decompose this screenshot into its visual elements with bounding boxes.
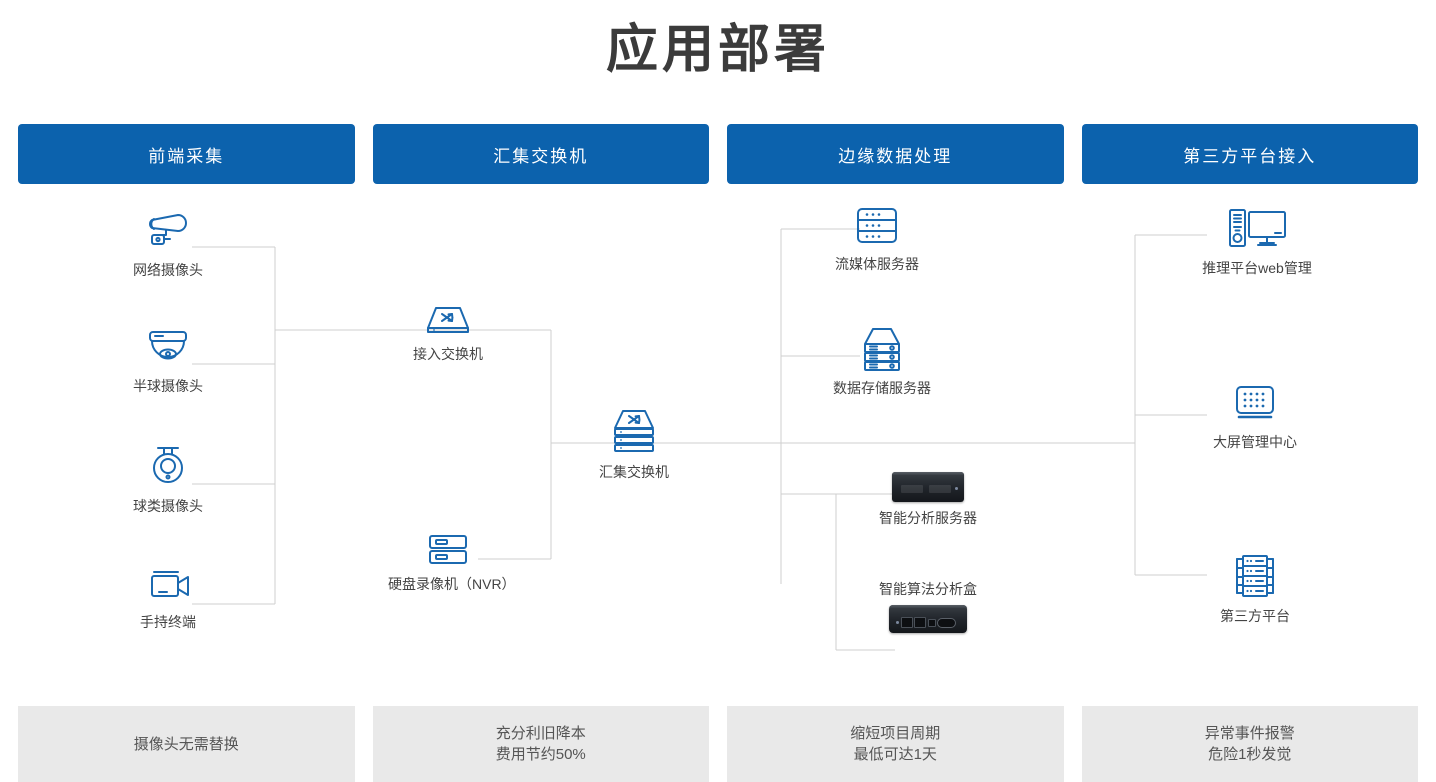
benefit-line: 异常事件报警 — [1204, 725, 1295, 742]
node-label: 大屏管理中心 — [1213, 434, 1297, 450]
rack-server-icon — [857, 208, 897, 243]
column-header-label: 第三方平台接入 — [1183, 146, 1317, 166]
node-label: 网络摄像头 — [133, 262, 203, 278]
server-rack-icon — [1236, 555, 1274, 597]
node-web-management[interactable]: 推理平台web管理 — [1192, 206, 1322, 278]
node-label: 接入交换机 — [413, 346, 483, 362]
node-label: 第三方平台 — [1220, 608, 1290, 624]
node-handheld-terminal[interactable]: 手持终端 — [118, 566, 218, 632]
analysis-server-photo — [892, 472, 964, 502]
benefit-line: 费用节约50% — [495, 746, 586, 763]
column-header-label: 边缘数据处理 — [838, 146, 953, 166]
node-streaming-server[interactable]: 流媒体服务器 — [827, 204, 927, 274]
node-network-camera[interactable]: 网络摄像头 — [118, 206, 218, 280]
node-label: 硬盘录像机（NVR） — [388, 576, 516, 592]
column-header-aggregation-switch[interactable]: 汇集交换机 — [372, 124, 709, 184]
node-ai-analysis-server[interactable]: 智能分析服务器 — [868, 472, 988, 528]
node-label: 手持终端 — [140, 614, 196, 630]
column-header-row: 前端采集 汇集交换机 边缘数据处理 第三方平台接入 — [18, 124, 1418, 184]
benefit-line: 缩短项目周期 — [850, 725, 941, 742]
benefit-line: 最低可达1天 — [853, 746, 937, 763]
node-label: 半球摄像头 — [133, 378, 203, 394]
benefit-card-front-end: 摄像头无需替换 — [18, 706, 355, 782]
dome-camera-icon — [149, 331, 187, 360]
node-label: 数据存储服务器 — [833, 380, 931, 396]
column-header-label: 汇集交换机 — [493, 146, 589, 166]
analysis-box-photo — [889, 605, 967, 633]
node-nvr[interactable]: 硬盘录像机（NVR） — [388, 530, 516, 594]
switch-icon — [427, 307, 469, 333]
node-label: 智能分析服务器 — [879, 510, 977, 526]
benefit-row: 摄像头无需替换 充分利旧降本 费用节约50% 缩短项目周期 最低可达1天 异常事… — [18, 706, 1418, 782]
node-third-party-platform[interactable]: 第三方平台 — [1205, 552, 1305, 626]
benefit-card-aggregation: 充分利旧降本 费用节约50% — [372, 706, 709, 782]
node-video-wall[interactable]: 大屏管理中心 — [1205, 382, 1305, 452]
benefit-line: 危险1秒发觉 — [1208, 746, 1292, 763]
bullet-camera-icon — [149, 214, 187, 245]
column-header-third-party-access[interactable]: 第三方平台接入 — [1081, 124, 1418, 184]
benefit-line: 充分利旧降本 — [495, 725, 586, 742]
benefit-card-edge: 缩短项目周期 最低可达1天 — [727, 706, 1064, 782]
column-header-edge-processing[interactable]: 边缘数据处理 — [727, 124, 1064, 184]
node-ai-analysis-box[interactable]: 智能算法分析盒 — [868, 579, 988, 633]
handheld-camera-icon — [151, 571, 189, 597]
storage-server-icon — [864, 328, 900, 371]
column-header-front-end[interactable]: 前端采集 — [18, 124, 355, 184]
connector-lines — [192, 228, 1207, 651]
benefit-line: 摄像头无需替换 — [133, 735, 239, 753]
node-access-switch[interactable]: 接入交换机 — [398, 302, 498, 364]
node-storage-server[interactable]: 数据存储服务器 — [822, 324, 942, 398]
node-ptz-camera[interactable]: 球类摄像头 — [118, 442, 218, 516]
node-label: 流媒体服务器 — [835, 256, 919, 272]
node-label: 推理平台web管理 — [1202, 260, 1312, 276]
column-header-label: 前端采集 — [148, 146, 225, 166]
benefit-card-third-party: 异常事件报警 危险1秒发觉 — [1081, 706, 1418, 782]
diagram-canvas: 网络摄像头 半球摄像头 — [0, 184, 1436, 704]
stacked-switch-icon — [614, 410, 654, 452]
node-label: 智能算法分析盒 — [879, 581, 977, 597]
desktop-pc-icon — [1229, 209, 1286, 247]
node-label: 汇集交换机 — [599, 464, 669, 480]
video-wall-icon — [1236, 386, 1274, 419]
node-dome-camera[interactable]: 半球摄像头 — [118, 324, 218, 396]
node-label: 球类摄像头 — [133, 498, 203, 514]
page-title: 应用部署 — [605, 21, 830, 79]
ptz-camera-icon — [153, 447, 183, 483]
node-core-switch[interactable]: 汇集交换机 — [584, 406, 684, 482]
nvr-icon — [429, 535, 467, 564]
